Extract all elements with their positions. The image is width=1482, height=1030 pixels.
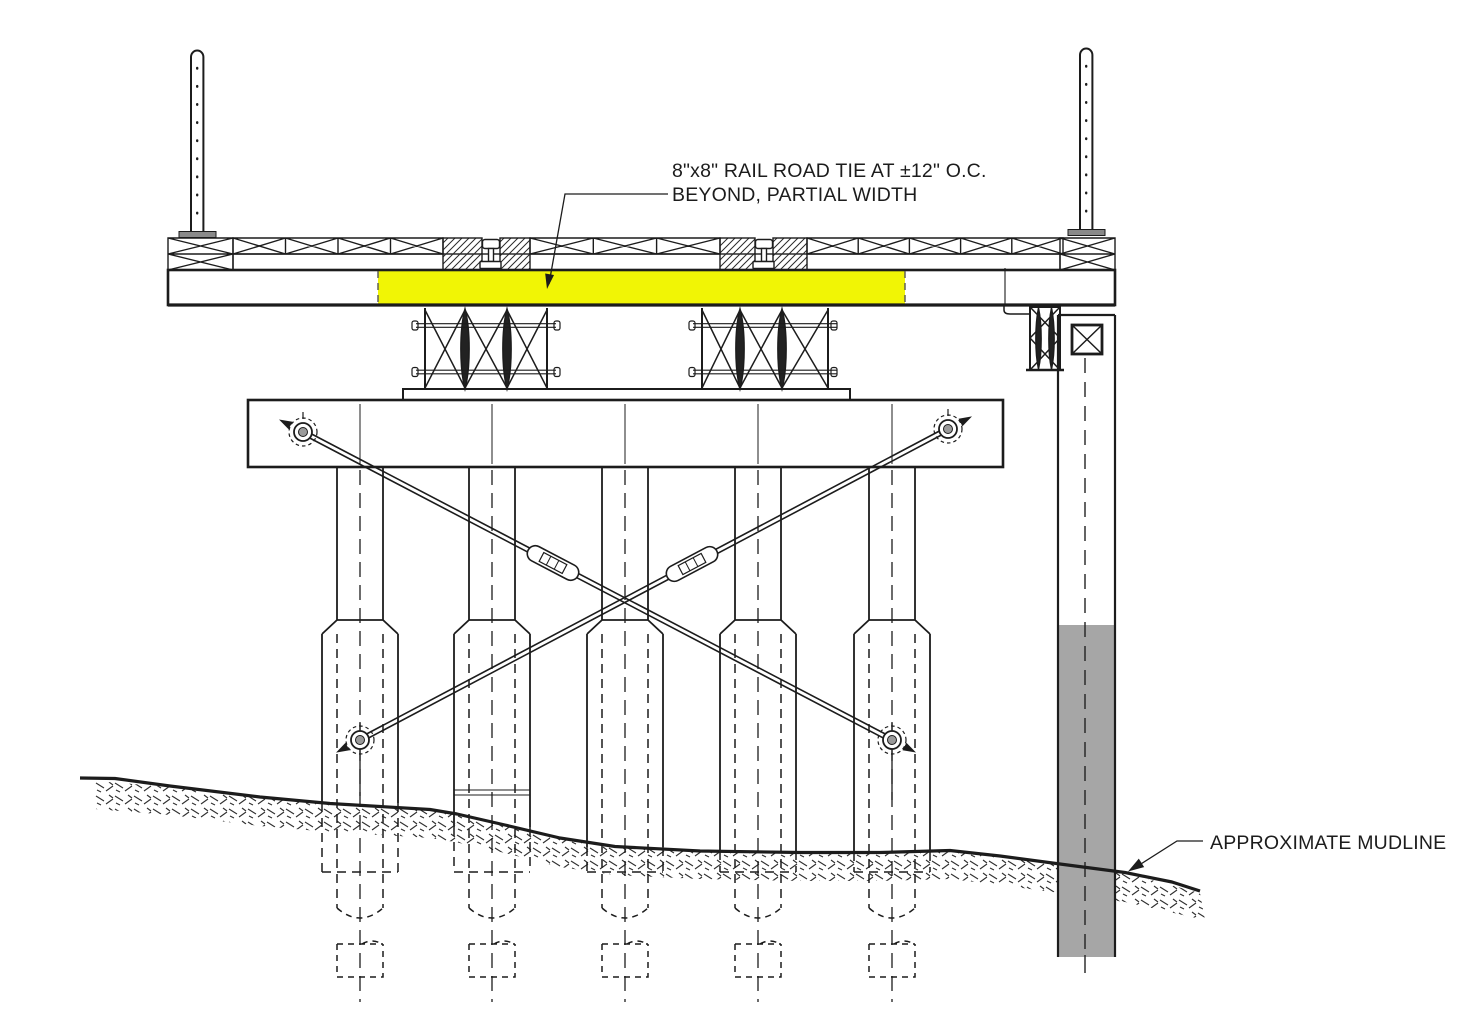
rail-section (479, 238, 502, 270)
crib-post (777, 306, 787, 392)
crib-post (502, 306, 512, 392)
highlighted-tie-beyond (378, 270, 905, 305)
piles-below-ground (321, 470, 931, 1002)
deck-plank-band (166, 268, 1117, 307)
left-post-base-plate (178, 231, 217, 238)
cap-pile-centerlines (359, 404, 893, 464)
mudline-note (1128, 840, 1203, 872)
left-guard-post (178, 49, 217, 238)
edge-clip (1003, 304, 1030, 315)
deck-tie-row (167, 237, 1116, 271)
tie-second-row-band (232, 253, 1061, 271)
right-rail-assembly (719, 237, 808, 271)
rod-direction-arrows (279, 416, 972, 753)
tie-end-blocks (232, 237, 1064, 255)
pin-bottom-right (877, 725, 907, 755)
piles-above-ground (321, 467, 931, 852)
mudline-note-text: APPROXIMATE MUDLINE (1210, 832, 1446, 854)
right-post-base-plate (1067, 229, 1106, 236)
mudline-note-arrowhead (1128, 858, 1145, 872)
rail-section (752, 238, 775, 270)
rail-shim-block (442, 237, 483, 271)
right-curb-blocks (1059, 237, 1116, 271)
pile-centerlines (359, 470, 893, 1002)
ground-hatch (95, 781, 1205, 920)
tie-note-leader (548, 193, 668, 285)
rod-pin-connections (279, 409, 972, 755)
pile-connection-box (1070, 323, 1104, 356)
turnbuckle (665, 545, 719, 583)
crib-tie-rods (411, 320, 561, 378)
rail-shim-block (499, 237, 531, 271)
rod-b (358, 426, 950, 743)
edge-blocking (1003, 304, 1064, 372)
turnbuckle (526, 544, 580, 582)
tie-note-text-line1: 8"x8" RAIL ROAD TIE AT ±12" O.C. (672, 160, 987, 182)
mudline (79, 776, 1201, 893)
crib-assembly-right (688, 306, 838, 392)
left-rail-assembly (442, 237, 531, 271)
mudline-note-leader (1132, 840, 1203, 870)
tie-note-arrowhead (545, 273, 555, 289)
cross-bracing-rods (301, 426, 950, 743)
tie-note-text-line2: BEYOND, PARTIAL WIDTH (672, 184, 917, 206)
crib-post (735, 306, 745, 392)
rod-a (301, 429, 894, 743)
tie-note (545, 193, 668, 289)
cap-top-plate (402, 388, 851, 401)
pin-top-right (933, 409, 963, 444)
pile-embedded-shading (1058, 625, 1115, 957)
left-curb-blocks (167, 237, 234, 271)
pile-cap (246, 388, 1005, 469)
pin-pile-solid-centers (359, 722, 893, 800)
crib-tie-rods (688, 320, 838, 378)
rail-shim-block (719, 237, 756, 271)
crib-assembly-left (411, 306, 561, 392)
right-guard-post (1067, 47, 1106, 236)
rail-shim-block (772, 237, 808, 271)
pin-top-left (288, 412, 318, 447)
large-right-pile (1056, 313, 1117, 973)
pin-bottom-left (345, 725, 375, 755)
crib-post (460, 306, 470, 392)
